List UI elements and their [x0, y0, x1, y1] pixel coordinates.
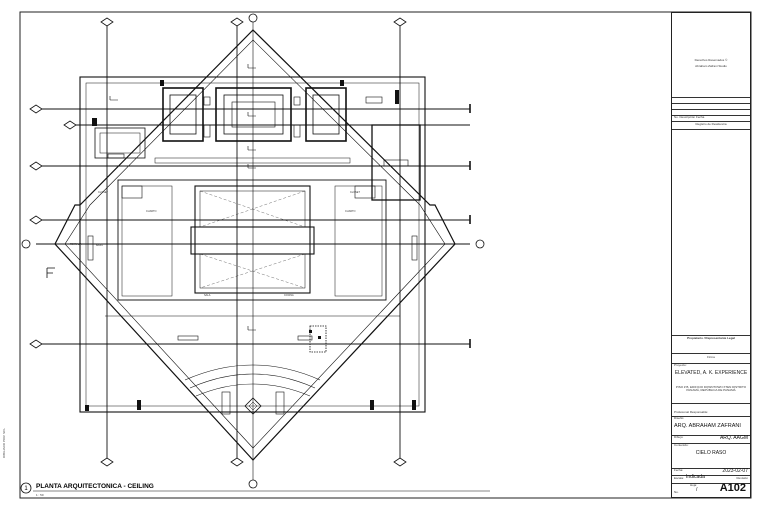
- column-marks: [85, 80, 416, 411]
- building-outline: [54, 29, 456, 461]
- tb-divider: [672, 109, 750, 110]
- side-note: DIBUJADO POR: SCL: [2, 427, 6, 458]
- upper-rooms: [94, 87, 421, 201]
- room-label: CLOSET: [98, 191, 108, 194]
- drawing-title: PLANTA ARQUITECTONICA - CEILING: [36, 483, 154, 490]
- tb-divider: [672, 363, 750, 364]
- scale-label: Escala:: [674, 476, 684, 480]
- date-value: 2023-02-07: [722, 468, 748, 474]
- tb-divider: [672, 129, 750, 130]
- tb-divider: [672, 403, 750, 404]
- tb-divider: [672, 475, 750, 476]
- drawing-number-bubble: [20, 482, 32, 494]
- stamp-caption: Registro de Residencia: [695, 122, 727, 126]
- tb-divider: [672, 335, 750, 336]
- no-label: No.: [674, 490, 679, 494]
- drawing-scale: 1 : 50: [36, 493, 44, 497]
- room-label: BAÑO: [96, 244, 103, 247]
- room-labels: CLOSET CUARTO TERRAZA BAÑO CLOSET CUARTO…: [70, 191, 360, 297]
- project-label: Proyecto:: [674, 363, 687, 367]
- tb-divider: [672, 416, 750, 417]
- tb-divider: [672, 483, 750, 484]
- room-label: CLOSET: [350, 191, 360, 194]
- entrance-curves: [184, 364, 321, 415]
- studio-text: Abraham Zafrani Studio: [695, 64, 727, 68]
- revision-label: Revisión: [736, 476, 748, 480]
- tb-divider: [672, 353, 750, 354]
- tb-divider: [672, 468, 750, 469]
- tb-divider: [672, 97, 750, 98]
- room-label: CUARTO: [146, 210, 157, 213]
- project-name: ELEVATED, A. K. EXPERIENCE: [674, 370, 748, 376]
- central-core: [87, 179, 418, 353]
- design-label: Diseño:: [674, 416, 685, 420]
- tb-divider: [672, 103, 750, 104]
- section-mark: [46, 267, 55, 278]
- rights-text: Derechos Reservados ©: [694, 58, 728, 62]
- room-label: COCINA: [284, 294, 294, 297]
- designer-name: ARQ. ABRAHAM ZAFRANI: [674, 423, 741, 429]
- scale-value: Indicada: [686, 474, 705, 480]
- sheet-of: /: [696, 487, 698, 493]
- revision-header: No. Descripción Fecha: [674, 115, 705, 119]
- signature-label: Firma: [707, 355, 715, 359]
- project-address: PISO # B, EDIFICIO DOWNTOWN XTEN DISTRIT…: [675, 385, 747, 393]
- sheet-label: Hoja:: [690, 483, 698, 487]
- sheet-border: [19, 11, 752, 499]
- content-label: Contenido:: [674, 443, 689, 447]
- tb-divider: [672, 435, 750, 436]
- room-label: CUARTO: [345, 210, 356, 213]
- ceiling-tags: [109, 64, 256, 331]
- tb-divider: [672, 115, 750, 116]
- grid-bubbles: [21, 13, 485, 489]
- content-value: CIELO RASO: [695, 450, 727, 456]
- title-block: Derechos Reservados © Abraham Zafrani St…: [671, 12, 751, 498]
- tb-divider: [672, 121, 750, 122]
- drawn-label: Dibujo:: [674, 435, 684, 439]
- drawn-by: ARQ. AAGM: [719, 435, 748, 441]
- tb-divider: [672, 443, 750, 444]
- owner-label: Propietario / Representante Legal: [687, 336, 735, 340]
- responsible-label: Profesional Responsable:: [674, 410, 709, 414]
- date-label: Fecha:: [674, 468, 684, 472]
- room-label: TERRAZA: [70, 243, 82, 246]
- room-label: SALA: [204, 294, 211, 297]
- grid-lines: [36, 22, 470, 480]
- sheet-number: A102: [719, 482, 746, 494]
- drawing-number: 1: [24, 486, 28, 492]
